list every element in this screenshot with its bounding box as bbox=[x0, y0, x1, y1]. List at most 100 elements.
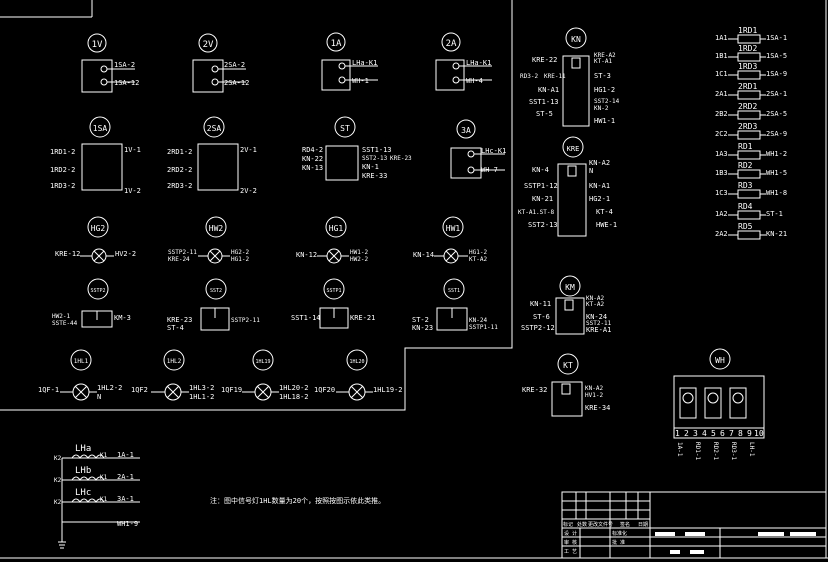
svg-text:KN-12: KN-12 bbox=[296, 251, 317, 259]
svg-text:WH1-2: WH1-2 bbox=[766, 150, 787, 158]
svg-text:ST-1: ST-1 bbox=[766, 210, 783, 218]
signal-lamp-hg2: HG2 KRE-12 HV2-2 bbox=[55, 216, 136, 264]
svg-text:LH-1: LH-1 bbox=[748, 442, 755, 457]
signal-lamp-hw1: HW1 KN-14 HG1-2 KT-A2 bbox=[413, 216, 487, 264]
svg-text:1RD2-2: 1RD2-2 bbox=[50, 166, 75, 174]
signal-lamp-hg1: HG1 KN-12 HW1-2 HW2-2 bbox=[296, 216, 368, 264]
terminal-label: 1SA-12 bbox=[114, 79, 139, 87]
svg-text:1HL20-2: 1HL20-2 bbox=[279, 384, 309, 392]
svg-text:KRE-23: KRE-23 bbox=[167, 316, 192, 324]
svg-text:KN-A2: KN-A2 bbox=[586, 295, 604, 302]
svg-text:KN-2: KN-2 bbox=[594, 105, 609, 112]
svg-text:HG2-2: HG2-2 bbox=[231, 249, 249, 256]
svg-text:SSTP2-11: SSTP2-11 bbox=[168, 249, 197, 256]
terminal-label: LHa-K1 bbox=[352, 59, 377, 67]
svg-text:1C1: 1C1 bbox=[715, 70, 728, 78]
svg-text:K2: K2 bbox=[54, 477, 62, 484]
svg-text:4: 4 bbox=[702, 429, 707, 438]
meter-label: 1A bbox=[331, 39, 342, 49]
svg-text:RD1-1: RD1-1 bbox=[694, 442, 701, 460]
ammeter-1a: 1A LHa-K1 WH-1 bbox=[321, 32, 378, 91]
svg-text:RD2-1: RD2-1 bbox=[712, 442, 719, 460]
svg-text:6: 6 bbox=[720, 429, 725, 438]
svg-text:1HL1: 1HL1 bbox=[74, 358, 89, 365]
svg-text:SSTP2: SSTP2 bbox=[90, 288, 105, 294]
svg-text:2SA-9: 2SA-9 bbox=[766, 130, 787, 138]
button-sstp1: SSTP1 SST1-14 KRE-21 bbox=[291, 278, 375, 329]
svg-text:KRE-34: KRE-34 bbox=[585, 404, 610, 412]
svg-text:ST: ST bbox=[340, 124, 350, 133]
svg-text:日期: 日期 bbox=[638, 522, 648, 528]
indicator-lamp-1hl20: 1HL20 1QF20 1HL19-2 bbox=[314, 349, 403, 401]
terminal-label: LHa-K1 bbox=[466, 59, 491, 67]
svg-text:KN-22: KN-22 bbox=[302, 155, 323, 163]
svg-text:WH1-8: WH1-8 bbox=[766, 189, 787, 197]
svg-text:KN-A1: KN-A1 bbox=[538, 86, 559, 94]
svg-text:ST-3: ST-3 bbox=[594, 72, 611, 80]
svg-text:N: N bbox=[97, 393, 101, 401]
svg-text:2SA: 2SA bbox=[207, 124, 222, 133]
svg-text:HW2-1: HW2-1 bbox=[52, 313, 70, 320]
svg-text:KRE-24: KRE-24 bbox=[168, 256, 190, 263]
svg-text:1: 1 bbox=[675, 429, 680, 438]
svg-text:KN-24: KN-24 bbox=[469, 317, 487, 324]
svg-text:10: 10 bbox=[754, 429, 764, 438]
svg-text:7: 7 bbox=[729, 429, 734, 438]
svg-text:KN-A1: KN-A1 bbox=[589, 182, 610, 190]
svg-text:HWE-1: HWE-1 bbox=[596, 221, 617, 229]
svg-text:KN-A2: KN-A2 bbox=[585, 385, 603, 392]
svg-text:KRE-11: KRE-11 bbox=[544, 73, 566, 80]
svg-text:SST1: SST1 bbox=[448, 288, 460, 294]
svg-text:KM: KM bbox=[565, 283, 575, 292]
svg-text:2: 2 bbox=[684, 429, 689, 438]
svg-text:1B3: 1B3 bbox=[715, 169, 728, 177]
svg-text:1HL19: 1HL19 bbox=[255, 359, 270, 365]
button-sst1: SST1 ST-2 KN-23 KN-24 SSTP1-11 bbox=[412, 278, 498, 332]
current-transformers: LHa LHb LHc K2 K2 K2 K1 K1 K1 1A-1 2A-1 … bbox=[54, 444, 140, 549]
svg-text:SSTE-44: SSTE-44 bbox=[52, 320, 78, 327]
svg-text:HW1-2: HW1-2 bbox=[350, 249, 368, 256]
svg-text:9: 9 bbox=[747, 429, 752, 438]
svg-text:KRE-A2: KRE-A2 bbox=[594, 52, 616, 59]
svg-text:RD3: RD3 bbox=[738, 181, 753, 190]
svg-text:HW1-1: HW1-1 bbox=[594, 117, 615, 125]
switch-st: ST RD4-2 KN-22 KN-13 SST1-13 SST2-13 KRE… bbox=[302, 116, 412, 181]
svg-text:SSTP2-11: SSTP2-11 bbox=[231, 317, 260, 324]
svg-text:5: 5 bbox=[711, 429, 716, 438]
svg-text:RD4: RD4 bbox=[738, 202, 753, 211]
svg-text:2RD1: 2RD1 bbox=[738, 82, 757, 91]
svg-text:KRE-23: KRE-23 bbox=[390, 155, 412, 162]
meter-wh: WH 1 2 3 4 5 6 7 8 9 10 1A-1 RD1-1 RD2-1… bbox=[673, 348, 765, 460]
svg-text:2SA-5: 2SA-5 bbox=[766, 110, 787, 118]
svg-text:LHc: LHc bbox=[75, 488, 91, 498]
svg-text:1RD2: 1RD2 bbox=[738, 44, 757, 53]
svg-text:设 计: 设 计 bbox=[564, 530, 577, 537]
relay-km: KM KN-11 ST-6 SSTP2-12 KN-A2 KT-A2 KN-24… bbox=[521, 275, 612, 335]
svg-text:标记: 标记 bbox=[563, 521, 573, 528]
svg-text:KN-14: KN-14 bbox=[413, 251, 434, 259]
voltmeter-2v: 2V 2SA-2 2SA-12 bbox=[192, 33, 249, 93]
svg-text:KRE-A1: KRE-A1 bbox=[586, 326, 611, 334]
svg-text:HG1: HG1 bbox=[329, 224, 344, 233]
svg-text:KN-24: KN-24 bbox=[586, 313, 607, 321]
indicator-lamp-1hl1: 1HL1 1QF-1 1HL2-2 N bbox=[38, 349, 122, 401]
svg-text:ST-4: ST-4 bbox=[167, 324, 184, 332]
svg-text:1V-1: 1V-1 bbox=[124, 146, 141, 154]
svg-text:WH-7: WH-7 bbox=[481, 166, 498, 174]
svg-text:KN-4: KN-4 bbox=[532, 166, 549, 174]
svg-text:2RD2-2: 2RD2-2 bbox=[167, 166, 192, 174]
svg-text:RD1: RD1 bbox=[738, 142, 753, 151]
svg-text:SST2-14: SST2-14 bbox=[594, 98, 620, 105]
svg-text:2RD2: 2RD2 bbox=[738, 102, 757, 111]
svg-text:K1: K1 bbox=[100, 496, 108, 503]
svg-text:WH1-9: WH1-9 bbox=[117, 520, 138, 528]
svg-text:K2: K2 bbox=[54, 499, 62, 506]
meter-label: 1V bbox=[92, 40, 103, 50]
